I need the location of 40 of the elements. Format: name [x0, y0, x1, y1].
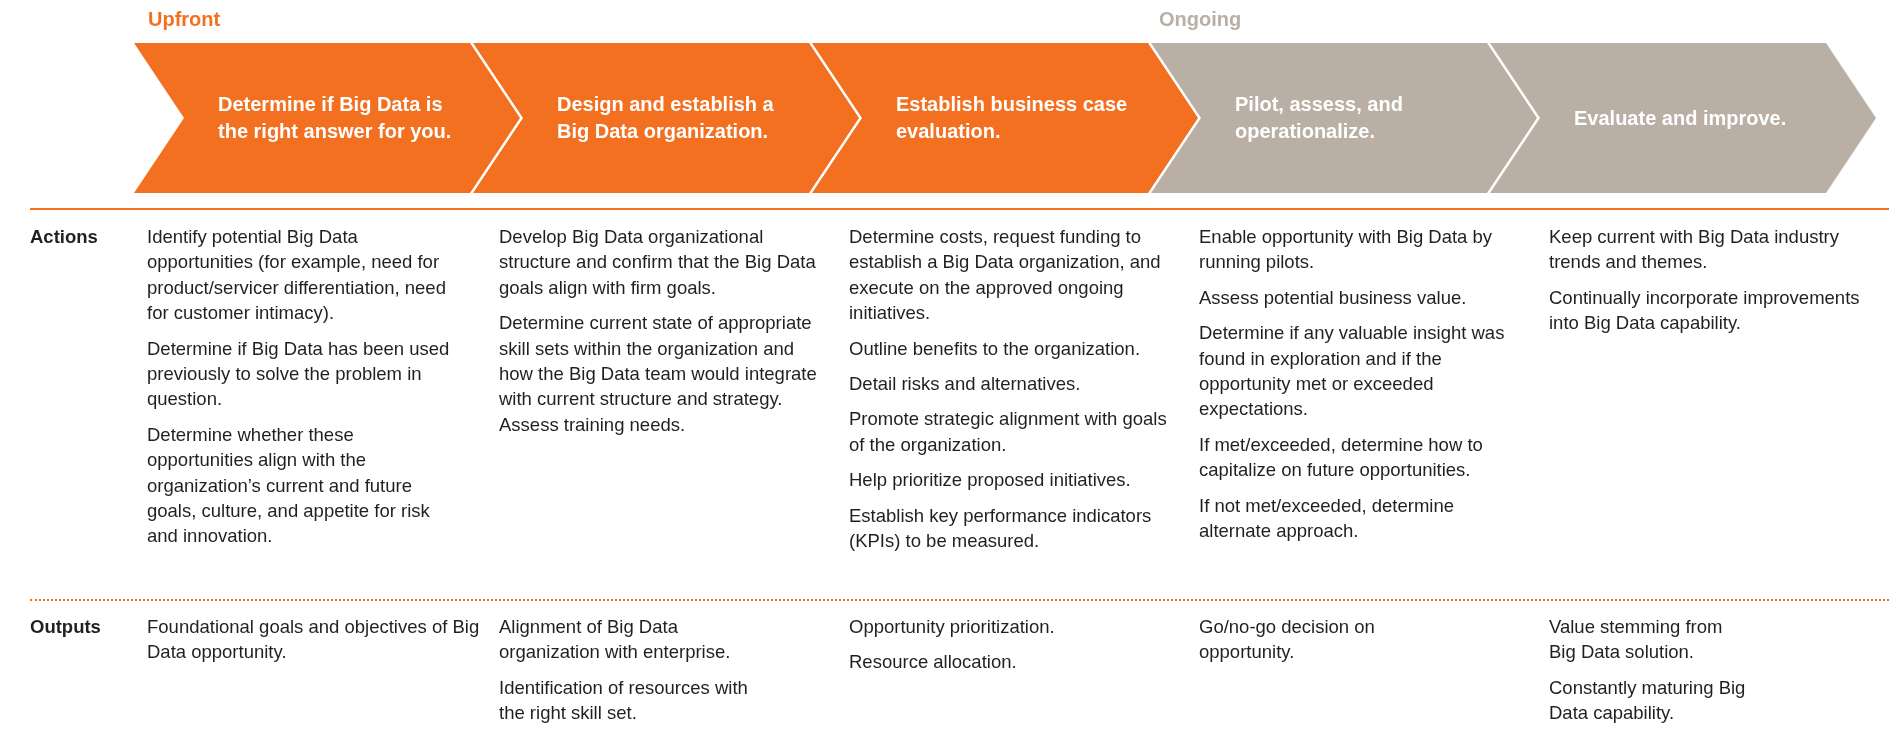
action-text: Keep current with Big Data industry trends and themes. — [1549, 225, 1840, 275]
action-text: Enable opportunity with Big Data by running pilots. — [1199, 225, 1494, 275]
action-text: Identify potential Big Data opportunities (for example, need for product/servicer differentiation, need for customer intimacy). — [147, 225, 447, 326]
step-title: Establish business case evaluation. — [896, 92, 1129, 144]
action-text: If not met/exceeded, determine alternate approach. — [1199, 493, 1456, 544]
action-text: Determine costs, request funding to establish a Big Data organization, and execute on the approved ongoing initiatives. — [849, 225, 1162, 326]
action-text: Determine if Big Data has been used previously to solve the problem in question. — [147, 336, 451, 412]
action-text: Help prioritize proposed initiatives. — [849, 468, 1132, 493]
phase-heading: Upfront — [148, 8, 221, 31]
process-step — [473, 43, 859, 193]
output-text: Go/no-go decision on opportunity. — [1199, 615, 1376, 665]
action-text: Establish key performance indicators (KPIs) to be measured. — [849, 503, 1153, 554]
process-step — [134, 43, 520, 193]
action-text: Outline benefits to the organization. — [849, 336, 1142, 361]
output-text: Value stemming from Big Data solution. — [1549, 615, 1724, 665]
output-text: Opportunity prioritization. — [849, 615, 1056, 639]
action-text: Detail risks and alternatives. — [849, 372, 1082, 397]
step-title: Determine if Big Data is the right answer for you. — [218, 92, 453, 144]
action-text: Continually incorporate improvements into Big Data capability. — [1549, 285, 1861, 336]
process-step — [1490, 43, 1876, 193]
step-title: Evaluate and improve. — [1574, 105, 1787, 131]
output-text: Alignment of Big Data organization with enterprise. — [499, 615, 732, 665]
action-text: If met/exceeded, determine how to capitalize on future opportunities. — [1199, 432, 1484, 483]
action-text: Promote strategic alignment with goals of the organization. — [849, 407, 1168, 457]
step-title: Design and establish a Big Data organization. — [557, 92, 775, 144]
phase-heading: Ongoing — [1159, 8, 1242, 31]
action-text: Determine current state of appropriate skill sets within the organization and how the Big Data team would integrate with current structure and strategy. Assess training needs. — [499, 311, 818, 437]
row-heading: Outputs — [30, 615, 101, 639]
step-title: Pilot, assess, and operationalize. — [1235, 92, 1404, 144]
output-text: Resource allocation. — [849, 650, 1018, 675]
process-step — [1151, 43, 1537, 193]
output-text: Constantly maturing Big Data capability. — [1549, 675, 1747, 726]
process-step — [812, 43, 1198, 193]
action-text: Develop Big Data organizational structure and confirm that the Big Data goals align with firm goals. — [499, 225, 817, 300]
row-heading: Actions — [30, 225, 98, 249]
action-text: Determine whether these opportunities align with the organization’s current and future goals, culture, and appetite for risk and innovation. — [147, 422, 431, 549]
action-text: Determine if any valuable insight was found in exploration and if the opportunity met or exceeded expectations. — [1199, 321, 1506, 422]
output-text: Foundational goals and objectives of Big Data opportunity. — [147, 615, 481, 665]
output-text: Identification of resources with the right skill set. — [499, 675, 749, 726]
action-text: Assess potential business value. — [1199, 285, 1468, 310]
